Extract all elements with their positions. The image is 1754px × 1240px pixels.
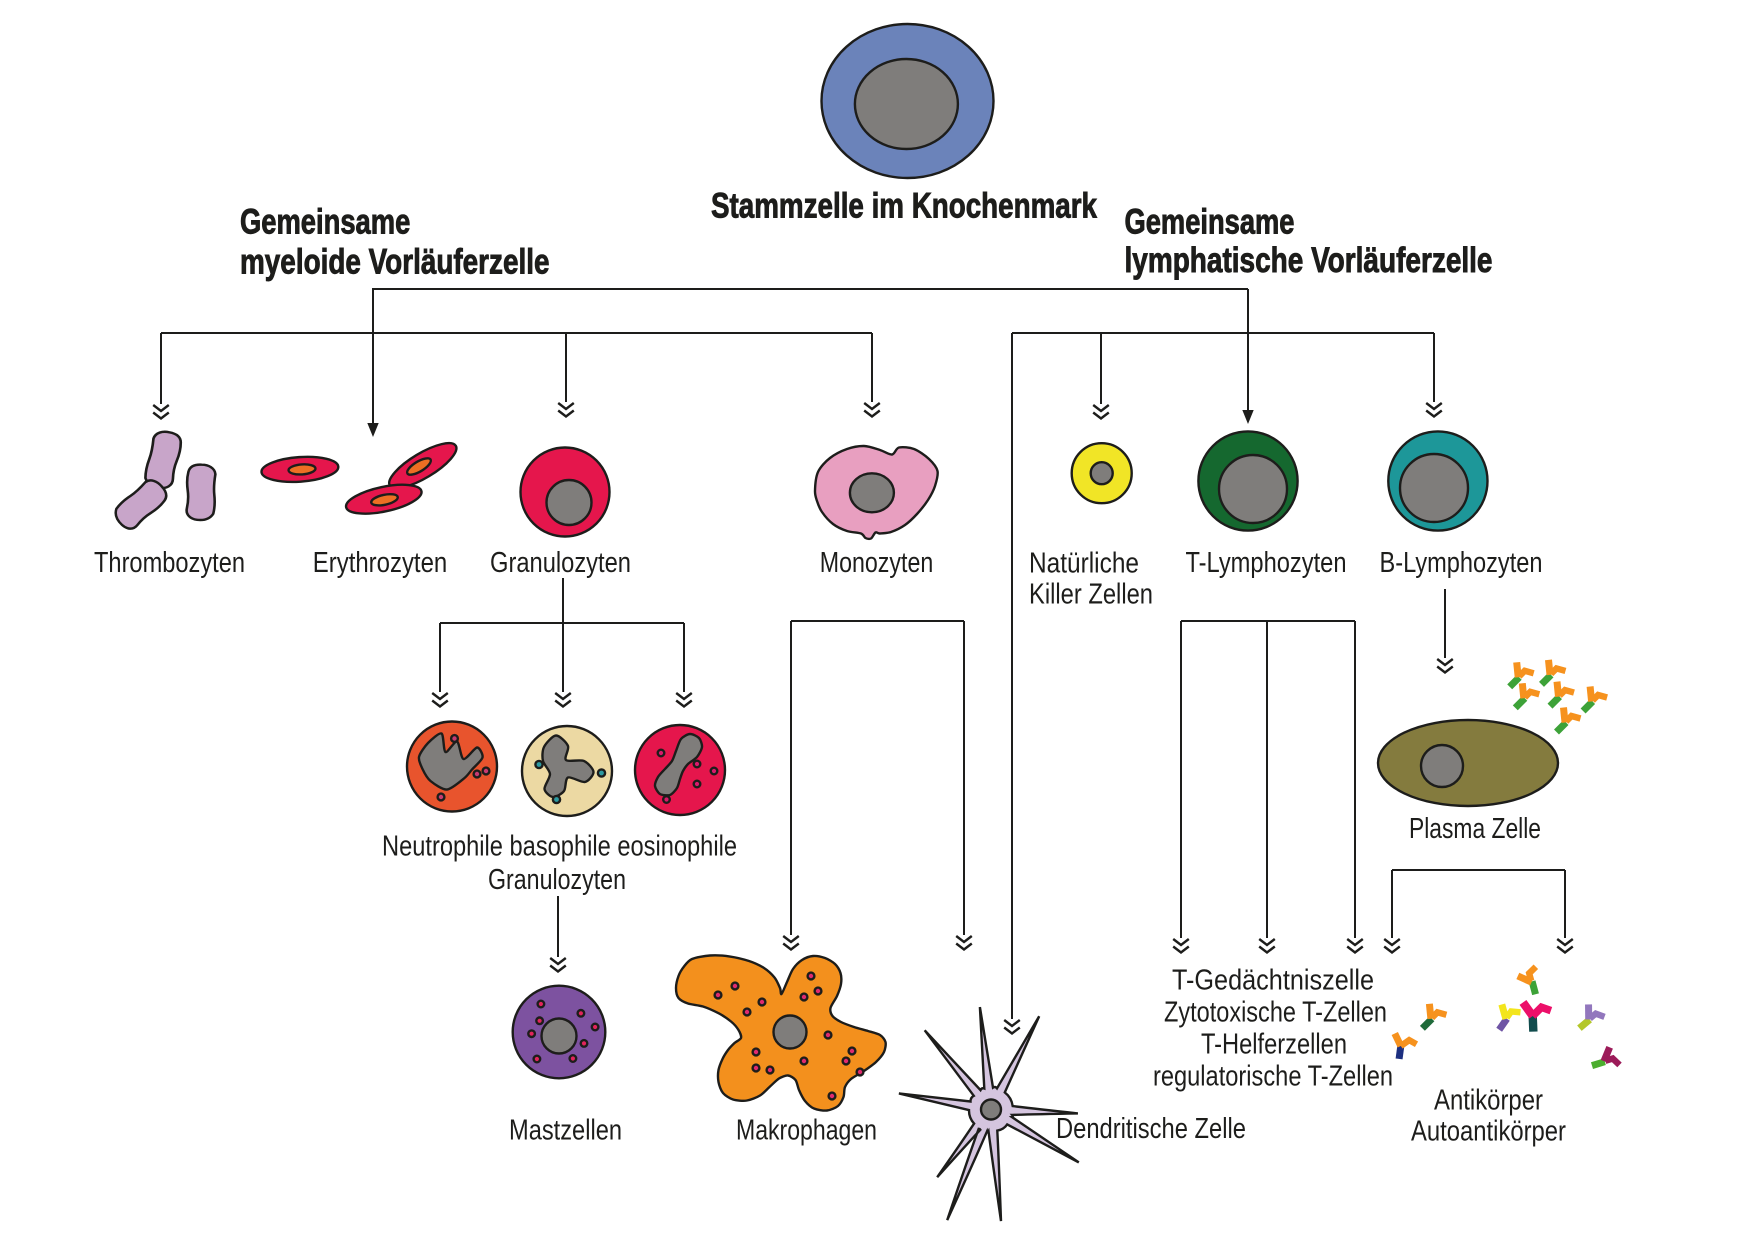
svg-text:T-Gedächtniszelle: T-Gedächtniszelle: [1172, 965, 1374, 997]
svg-text:Stammzelle im Knochenmark: Stammzelle im Knochenmark: [711, 187, 1097, 226]
svg-text:Neutrophile basophile eosinoph: Neutrophile basophile eosinophile: [382, 831, 737, 863]
svg-text:Thrombozyten: Thrombozyten: [94, 547, 245, 579]
svg-text:regulatorische T-Zellen: regulatorische T-Zellen: [1153, 1061, 1393, 1093]
svg-text:Plasma Zelle: Plasma Zelle: [1409, 813, 1541, 845]
svg-text:myeloide Vorläuferzelle: myeloide Vorläuferzelle: [240, 243, 550, 282]
svg-text:Granulozyten: Granulozyten: [490, 547, 631, 579]
svg-text:Antikörper: Antikörper: [1434, 1085, 1543, 1117]
svg-text:Natürliche: Natürliche: [1029, 548, 1139, 580]
svg-text:Killer Zellen: Killer Zellen: [1029, 579, 1153, 611]
svg-text:lymphatische Vorläuferzelle: lymphatische Vorläuferzelle: [1125, 241, 1493, 280]
svg-text:Makrophagen: Makrophagen: [736, 1115, 877, 1147]
svg-text:Gemeinsame: Gemeinsame: [1125, 203, 1295, 242]
svg-text:T-Lymphozyten: T-Lymphozyten: [1186, 547, 1347, 579]
svg-text:Monozyten: Monozyten: [820, 547, 934, 579]
svg-text:Mastzellen: Mastzellen: [509, 1115, 622, 1147]
svg-text:Dendritische Zelle: Dendritische Zelle: [1056, 1113, 1246, 1145]
svg-text:Granulozyten: Granulozyten: [488, 864, 626, 896]
svg-text:T-Helferzellen: T-Helferzellen: [1201, 1029, 1347, 1061]
svg-text:Zytotoxische T-Zellen: Zytotoxische T-Zellen: [1164, 997, 1387, 1029]
svg-text:Autoantikörper: Autoantikörper: [1411, 1116, 1566, 1148]
svg-text:Erythrozyten: Erythrozyten: [313, 547, 448, 579]
svg-text:B-Lymphozyten: B-Lymphozyten: [1380, 547, 1543, 579]
svg-text:Gemeinsame: Gemeinsame: [240, 203, 410, 242]
